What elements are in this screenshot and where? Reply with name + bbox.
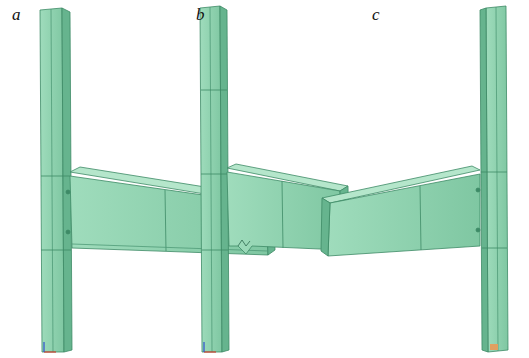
column-face (486, 6, 508, 352)
stiffener (482, 248, 507, 249)
axis-y (203, 342, 204, 352)
column-face (40, 8, 64, 352)
model-c (321, 6, 508, 352)
model-b (200, 6, 349, 352)
mesh-line (420, 186, 421, 250)
mesh-line (165, 190, 166, 251)
column-web (210, 7, 212, 352)
beam-web (328, 174, 480, 256)
panel-letter: c (372, 6, 380, 23)
mesh-line (282, 181, 283, 248)
column-face (200, 6, 222, 352)
stiffener (481, 172, 507, 173)
axis-triads (44, 342, 216, 352)
bolt (476, 228, 480, 232)
column-web (496, 7, 498, 351)
stiffener (41, 250, 71, 251)
mesh-line (201, 90, 227, 91)
bolt (66, 230, 70, 234)
support-marker (490, 344, 498, 350)
bolt (66, 190, 70, 194)
stiffener (202, 250, 228, 251)
bolt (476, 188, 480, 192)
stiffener (201, 174, 227, 175)
axis-x (44, 351, 56, 352)
panel-letter: a (12, 6, 21, 23)
fracture (238, 240, 250, 246)
panel-letter: b (196, 6, 205, 23)
axis-x (204, 351, 216, 352)
stiffener (41, 176, 70, 177)
beam-end (321, 198, 330, 256)
column-web (51, 9, 53, 352)
axis-y (43, 342, 44, 352)
column-flange (480, 8, 488, 352)
